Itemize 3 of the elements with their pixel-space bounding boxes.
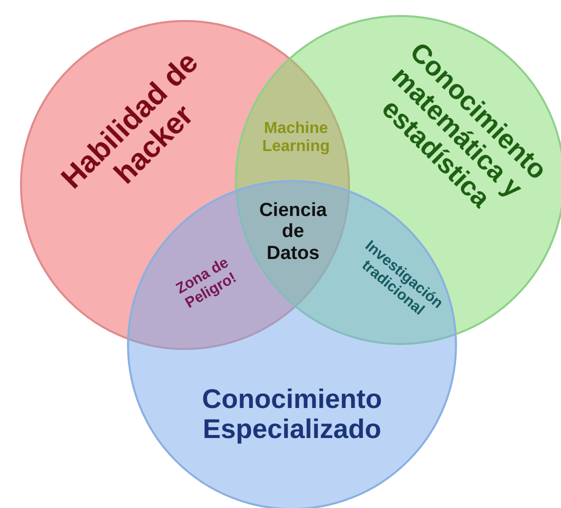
region-label: Machine Learning: [261, 120, 331, 156]
circle-label: Conocimiento Especializado: [201, 384, 383, 444]
center-label: Ciencia de Datos: [258, 200, 328, 264]
